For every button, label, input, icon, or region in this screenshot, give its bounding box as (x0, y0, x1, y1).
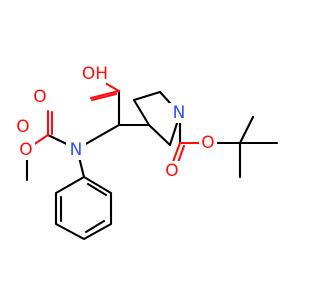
acid-carbonyl-o-label-background (31, 87, 49, 107)
methoxy-o-label: O (19, 140, 32, 160)
carbamate-carbonyl-o-label-background (14, 117, 32, 137)
acid-carbonyl-double-bond-inner (90, 92, 118, 102)
pyrrolidine-n-label: N (173, 103, 186, 123)
molecule-structure-diagram: OH O O O N N O O (14, 64, 279, 241)
amine-n-label: N (70, 140, 83, 160)
boc-carbonyl-o-label-background (163, 161, 181, 181)
boc-ester-o-label-background (199, 133, 217, 153)
pyrrolidine-n-label-background (169, 103, 189, 123)
carbamate-carbonyl-o-label: O (16, 117, 29, 137)
methoxy-o-label-background (17, 140, 35, 160)
pyrrolidine-bond-c4-c5 (132, 90, 162, 102)
amine-n-label-background (66, 140, 86, 160)
boc-carbonyl-o-label: O (165, 161, 178, 181)
pyrrolidine-bond-c2-c3 (147, 123, 172, 147)
acid-oh-label-background (83, 64, 106, 84)
chemical-structure-canvas: OH O O O N N O O (14, 64, 279, 241)
acid-carbonyl-o-label: O (33, 87, 46, 107)
tert-butyl-methyl-2-bond (238, 115, 255, 145)
phenyl-double-bond-1 (86, 182, 108, 197)
acid-oh-label: OH (82, 64, 108, 84)
acid-carbonyl-double-bond-outer (89, 89, 121, 100)
phenyl-double-bond-2 (84, 219, 106, 234)
boc-ester-o-label: O (201, 133, 214, 153)
pyrrolidine-bond-c3-c4 (132, 98, 151, 127)
phenyl-ring (54, 175, 113, 241)
